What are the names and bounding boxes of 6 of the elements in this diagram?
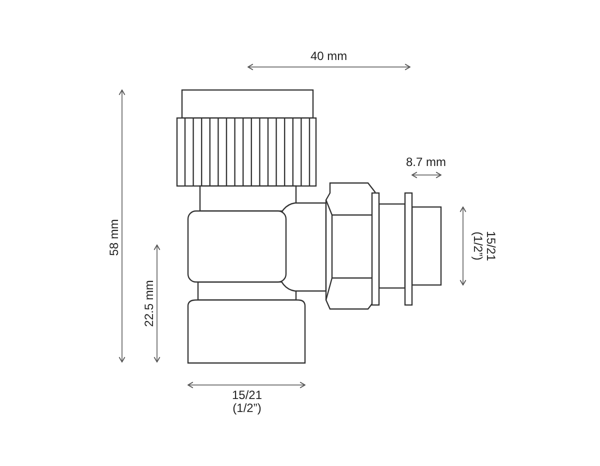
dimension-label: 58 mm [107,218,120,256]
dimension-label: 22.5 mm [142,280,156,326]
dimension-label: 8.7 mm [406,156,446,168]
dimension-label: 15/21 (1/2”) [230,389,264,415]
dimension-label: 40 mm [310,50,348,62]
dimension-label: 15/21 (1/2”) [471,230,497,264]
